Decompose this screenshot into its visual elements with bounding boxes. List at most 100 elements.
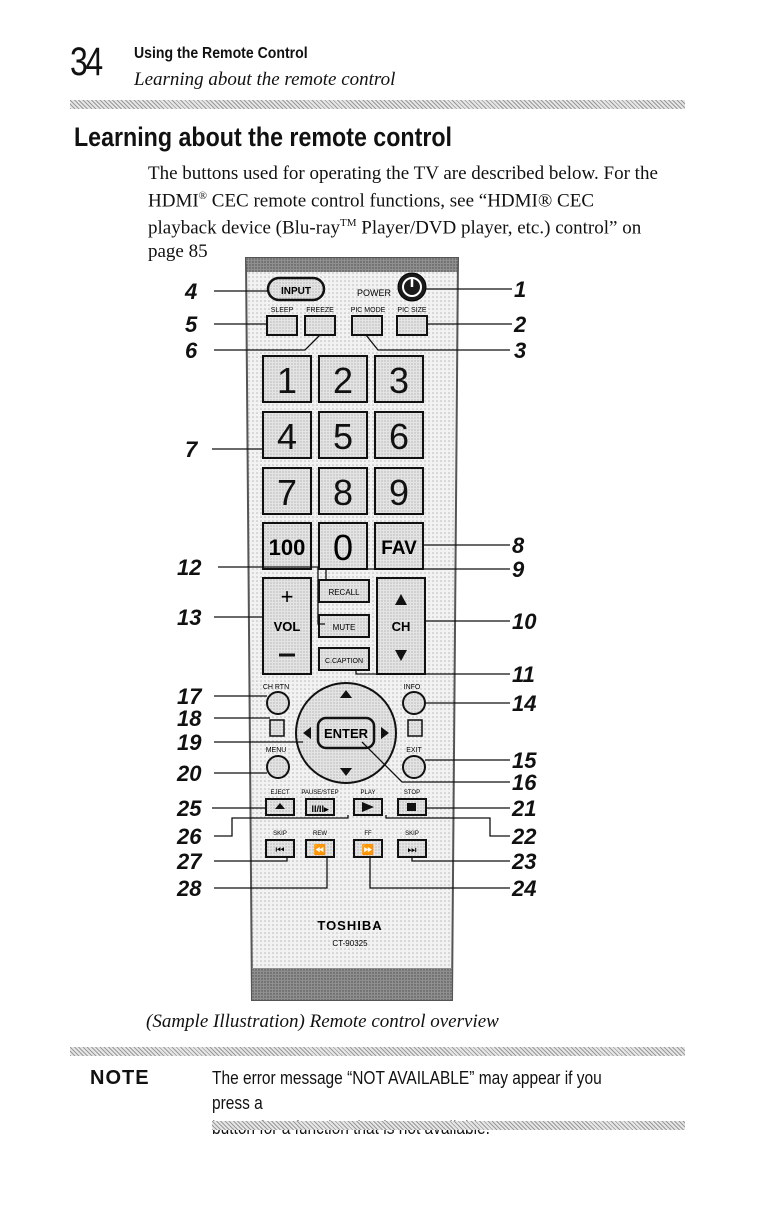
digit-button-6 bbox=[374, 411, 424, 459]
callout-20: 20 bbox=[176, 761, 202, 786]
eject-label: EJECT bbox=[270, 790, 289, 796]
registered-mark: ® bbox=[198, 190, 208, 202]
mute-label: MUTE bbox=[333, 623, 356, 632]
trademark-mark: TM bbox=[340, 217, 357, 230]
callout-17: 17 bbox=[177, 684, 203, 709]
pic-mode-label: PIC MODE bbox=[351, 307, 386, 314]
rew-label: REW bbox=[313, 831, 327, 837]
digit-6: 6 bbox=[389, 416, 409, 457]
stop-label: STOP bbox=[404, 790, 420, 796]
sleep-button bbox=[266, 315, 298, 336]
intro-bluray: playback device (Blu-ray bbox=[148, 217, 341, 239]
hundred-label: 100 bbox=[269, 535, 306, 560]
callout-10: 10 bbox=[512, 609, 537, 634]
dpad-down-arrow bbox=[340, 768, 352, 776]
fav-label: FAV bbox=[381, 538, 417, 559]
dpad-up-arrow bbox=[340, 690, 352, 698]
pic-size-button bbox=[396, 315, 428, 336]
digit-button-7 bbox=[262, 467, 312, 515]
freeze-button bbox=[304, 315, 336, 336]
callout-18: 18 bbox=[177, 706, 202, 731]
callout-9: 9 bbox=[512, 557, 525, 582]
skip-fwd-icon: ⏭ bbox=[408, 845, 417, 856]
stop-icon bbox=[407, 803, 416, 811]
svg-text:+: + bbox=[281, 584, 294, 609]
intro-line-2-rest: CEC remote control functions, see “HDMI®… bbox=[207, 190, 595, 212]
pause-step-button bbox=[305, 798, 335, 816]
callout-24: 24 bbox=[511, 876, 536, 901]
digit-4: 4 bbox=[277, 416, 297, 457]
callout-11: 11 bbox=[512, 662, 535, 687]
c-caption-button bbox=[318, 647, 370, 671]
running-section-title: Using the Remote Control bbox=[134, 45, 308, 62]
digit-button-8 bbox=[318, 467, 368, 515]
c-caption-label: C.CAPTION bbox=[325, 658, 363, 665]
note-top-rule bbox=[70, 1047, 685, 1056]
callout-4: 4 bbox=[184, 279, 197, 304]
menu-label: MENU bbox=[266, 747, 287, 754]
vol-label: VOL bbox=[274, 619, 301, 634]
callout-28: 28 bbox=[176, 876, 202, 901]
menu-button bbox=[266, 755, 290, 779]
ch-label: CH bbox=[392, 619, 411, 634]
ch-rtn-label: CH RTN bbox=[263, 684, 289, 691]
ff-label: FF bbox=[364, 831, 372, 837]
play-label: PLAY bbox=[361, 790, 376, 796]
callout-16: 16 bbox=[512, 770, 537, 795]
sleep-label: SLEEP bbox=[271, 307, 294, 314]
channel-down-arrow bbox=[395, 650, 407, 661]
callout-5: 5 bbox=[185, 312, 198, 337]
digit-2: 2 bbox=[333, 360, 353, 401]
note-label: NOTE bbox=[90, 1067, 150, 1089]
dpad-left-arrow bbox=[303, 727, 311, 739]
volume-rocker bbox=[262, 577, 312, 675]
callout-23: 23 bbox=[511, 849, 536, 874]
digit-button-3 bbox=[374, 355, 424, 403]
callout-8: 8 bbox=[512, 533, 525, 558]
pic-mode-button bbox=[351, 315, 383, 336]
callout-14: 14 bbox=[512, 691, 536, 716]
brand-logo: TOSHIBA bbox=[317, 918, 382, 933]
rew-icon: ⏪ bbox=[314, 843, 326, 856]
dpad-right-arrow bbox=[381, 727, 389, 739]
callout-21: 21 bbox=[511, 796, 536, 821]
callout-27: 27 bbox=[176, 849, 203, 874]
digit-button-9 bbox=[374, 467, 424, 515]
callout-1: 1 bbox=[514, 277, 526, 302]
note-bottom-rule bbox=[212, 1121, 685, 1130]
zero-label: 0 bbox=[333, 527, 353, 568]
intro-hdmi: HDMI bbox=[148, 190, 199, 212]
digit-3: 3 bbox=[389, 360, 409, 401]
header-rule bbox=[70, 100, 685, 109]
pic-size-label: PIC SIZE bbox=[397, 307, 427, 314]
exit-label: EXIT bbox=[406, 747, 422, 754]
play-icon bbox=[362, 802, 374, 812]
zero-button bbox=[318, 522, 368, 570]
digit-5: 5 bbox=[333, 416, 353, 457]
callout-26: 26 bbox=[176, 824, 202, 849]
callout-leader-lines bbox=[212, 288, 512, 889]
digit-1: 1 bbox=[277, 360, 297, 401]
eject-icon bbox=[275, 803, 285, 809]
skip-back-icon: ⏮ bbox=[276, 845, 285, 856]
skip-fwd-label: SKIP bbox=[405, 831, 419, 837]
fav-button bbox=[374, 522, 424, 570]
callout-13: 13 bbox=[177, 605, 201, 630]
input-label: INPUT bbox=[281, 286, 311, 297]
callout-22: 22 bbox=[511, 824, 537, 849]
page-heading: Learning about the remote control bbox=[74, 122, 452, 152]
intro-line-1: The buttons used for operating the TV ar… bbox=[148, 163, 658, 184]
digit-button-4 bbox=[262, 411, 312, 459]
note-line-1: The error message “NOT AVAILABLE” may ap… bbox=[212, 1068, 602, 1113]
exit-button bbox=[402, 755, 426, 779]
ff-button bbox=[353, 839, 383, 858]
intro-line-3: playback device (Blu-rayTM Player/DVD pl… bbox=[148, 212, 688, 239]
mute-button bbox=[318, 614, 370, 638]
figure-caption: (Sample Illustration) Remote control ove… bbox=[146, 1011, 499, 1032]
callout-12: 12 bbox=[177, 555, 202, 580]
callout-7: 7 bbox=[185, 437, 199, 462]
remote-top-bar bbox=[246, 258, 458, 272]
skip-back-label: SKIP bbox=[273, 831, 287, 837]
skip-back-button bbox=[265, 839, 295, 858]
